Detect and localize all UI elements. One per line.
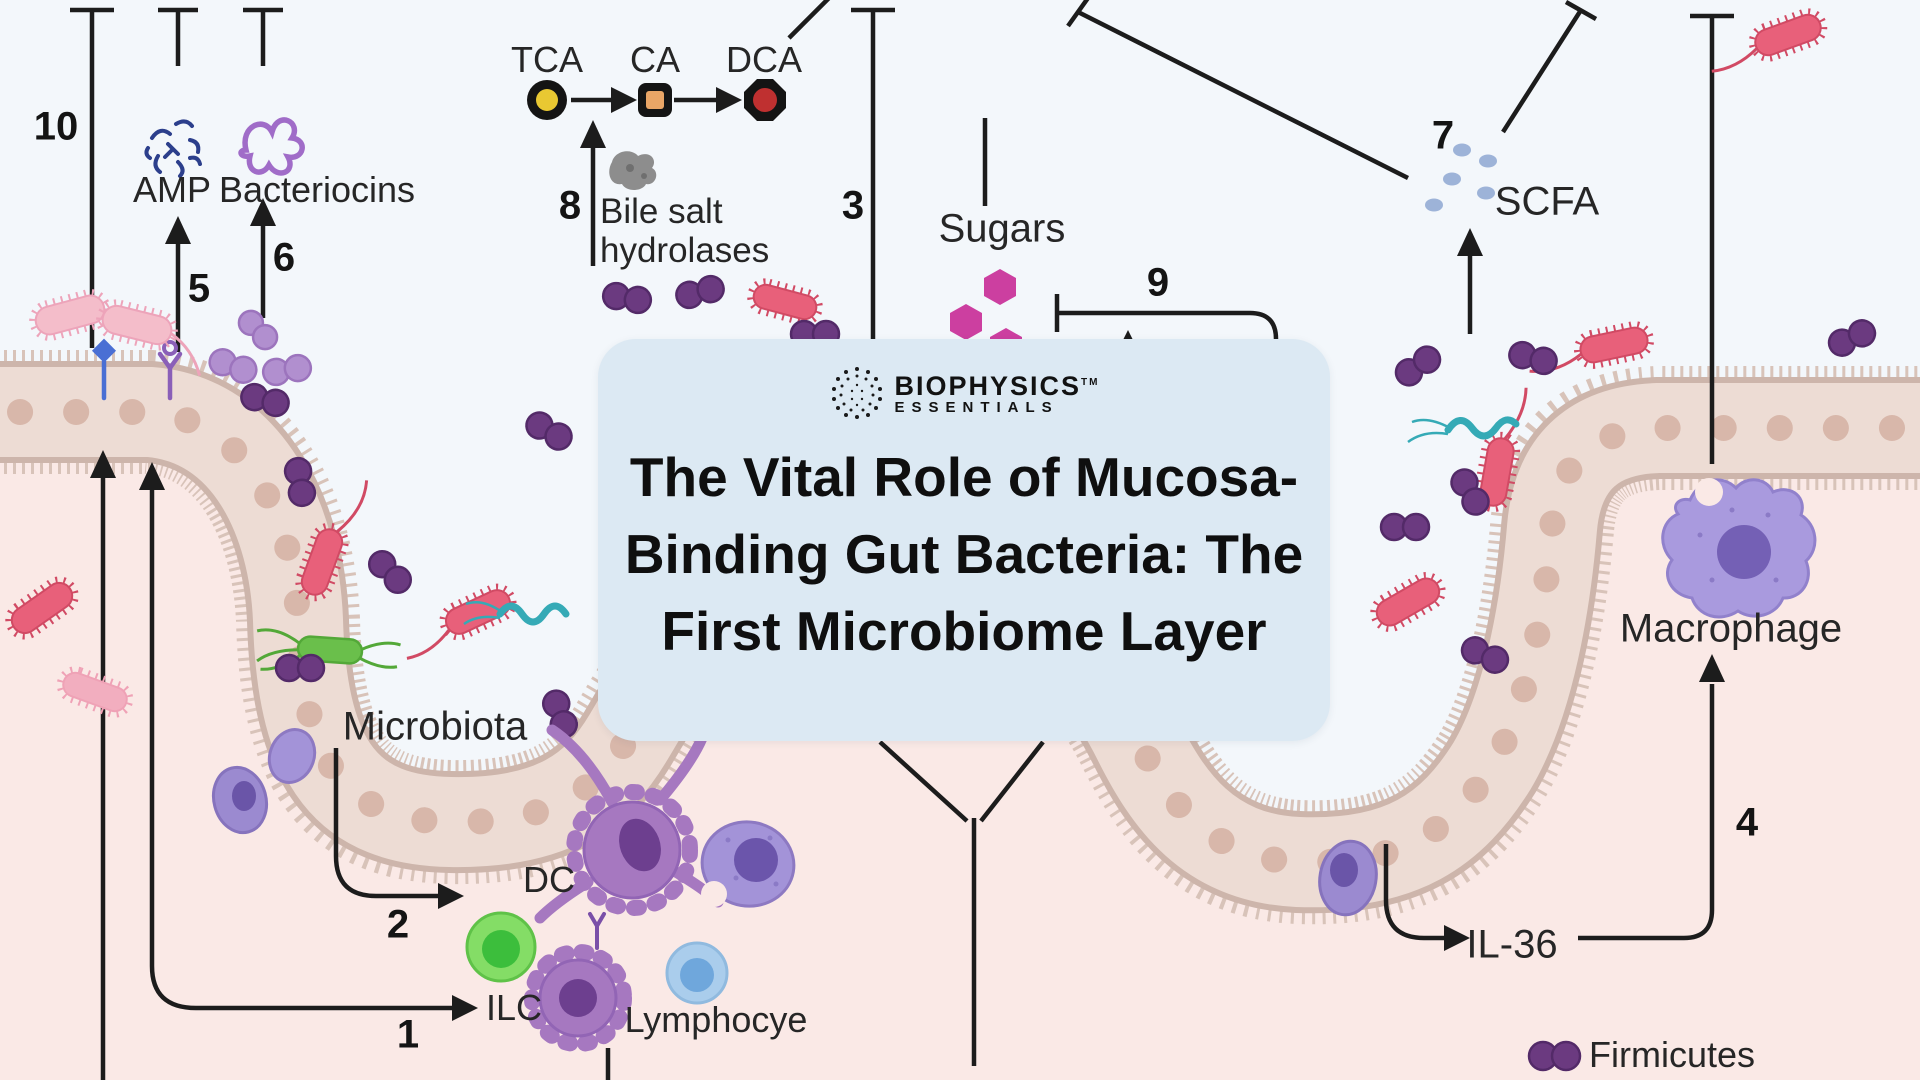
- title-card: BIOPHYSICSTM ESSENTIALS The Vital Role o…: [598, 339, 1330, 741]
- label-macrophage: Macrophage: [1619, 606, 1843, 651]
- label-tca: TCA: [511, 39, 583, 80]
- step-number-7: 7: [1431, 113, 1455, 158]
- label-ilc: ILC: [485, 987, 543, 1028]
- brand-name: BIOPHYSICSTM: [894, 371, 1100, 401]
- light-purple-cocci: [208, 309, 313, 387]
- ilc-cell: [465, 911, 537, 983]
- bacteria-red-rod: [5, 576, 79, 640]
- arrow-2-elbow: [333, 748, 438, 899]
- spiky-immune-cell: [524, 944, 632, 1052]
- immune-cell: [211, 728, 317, 835]
- monocyte-cell: [700, 820, 796, 908]
- bacteria-red-rod: [1473, 387, 1528, 513]
- label-dc: DC: [523, 859, 575, 900]
- title-line-3: First Microbiome Layer: [661, 600, 1267, 662]
- epithelium-nuclei: [7, 399, 1918, 876]
- legend-firmicutes: Firmicutes: [1588, 1034, 1756, 1075]
- arrow-1-elbow: [149, 488, 452, 1011]
- firmicutes-cocci: [240, 274, 1877, 739]
- ca-icon: [638, 83, 672, 117]
- step-number-2: 2: [386, 902, 410, 947]
- immune-cell: [1318, 839, 1378, 917]
- label-lymphocyte: Lymphocye: [624, 999, 808, 1040]
- tca-icon: [527, 80, 567, 120]
- bacteria-teal-spiral: [1407, 416, 1520, 444]
- bacteria-pink-rod: [56, 666, 134, 718]
- firmicutes-legend-icon: [1527, 1040, 1582, 1072]
- step-number-9: 9: [1146, 260, 1170, 305]
- logo-mark-icon: [831, 367, 882, 419]
- label-scfa: SCFA: [1494, 179, 1600, 224]
- step-number-6: 6: [272, 235, 296, 280]
- lymphocyte-cell: [665, 941, 729, 1005]
- label-microbiota: Microbiota: [342, 704, 528, 749]
- step-number-4: 4: [1735, 800, 1759, 845]
- dca-icon: [744, 79, 786, 121]
- label-dca: DCA: [725, 39, 803, 80]
- brand-logo: BIOPHYSICSTM ESSENTIALS: [598, 365, 1330, 421]
- step-number-8: 8: [558, 183, 582, 228]
- bacteria-red-rod: [406, 583, 517, 660]
- label-bacteriocins: Bacteriocins: [218, 169, 416, 210]
- macrophage-cell: [1661, 478, 1817, 619]
- amp-icon: [144, 119, 202, 178]
- bacteria-pink-rod: [96, 299, 202, 377]
- bracket-9: [1057, 310, 1279, 346]
- page-title: The Vital Role of Mucosa- Binding Gut Ba…: [598, 439, 1330, 670]
- label-sugars: Sugars: [938, 206, 1066, 251]
- bile-enzyme-icon: [609, 151, 657, 190]
- arrow-il36: [1383, 844, 1444, 941]
- pathway-lines: [70, 0, 1734, 1080]
- label-bile-salt-hydrolases: Bile salt hydrolases: [600, 192, 770, 270]
- brand-subtitle: ESSENTIALS: [894, 399, 1059, 416]
- bacteria-red-rod: [295, 480, 369, 602]
- arrowheads: [90, 87, 1725, 1021]
- arrow-4: [1578, 684, 1715, 941]
- title-line-2: Binding Gut Bacteria: The: [624, 523, 1304, 585]
- label-il36: IL-36: [1466, 922, 1558, 967]
- bacteria-pink-rod: [29, 289, 111, 341]
- bacteria-red-rod: [1370, 572, 1446, 632]
- label-amp: AMP: [132, 169, 212, 210]
- scfa-icon: [1425, 143, 1497, 212]
- title-line-1: The Vital Role of Mucosa-: [629, 446, 1299, 508]
- bacteriocins-icon: [238, 117, 305, 176]
- step-number-3: 3: [841, 183, 865, 228]
- step-number-1: 1: [396, 1012, 420, 1057]
- step-number-10: 10: [33, 104, 79, 149]
- brand-trademark: TM: [1081, 377, 1100, 388]
- bacteria-red-rod: [1529, 321, 1655, 373]
- bacteria-teal-spiral: [463, 601, 570, 626]
- label-ca: CA: [629, 39, 681, 80]
- step-number-5: 5: [187, 266, 211, 311]
- bacteria-red-rod: [747, 278, 823, 326]
- bacteria-red-rod: [1711, 8, 1828, 73]
- dendritic-cell: [534, 724, 724, 924]
